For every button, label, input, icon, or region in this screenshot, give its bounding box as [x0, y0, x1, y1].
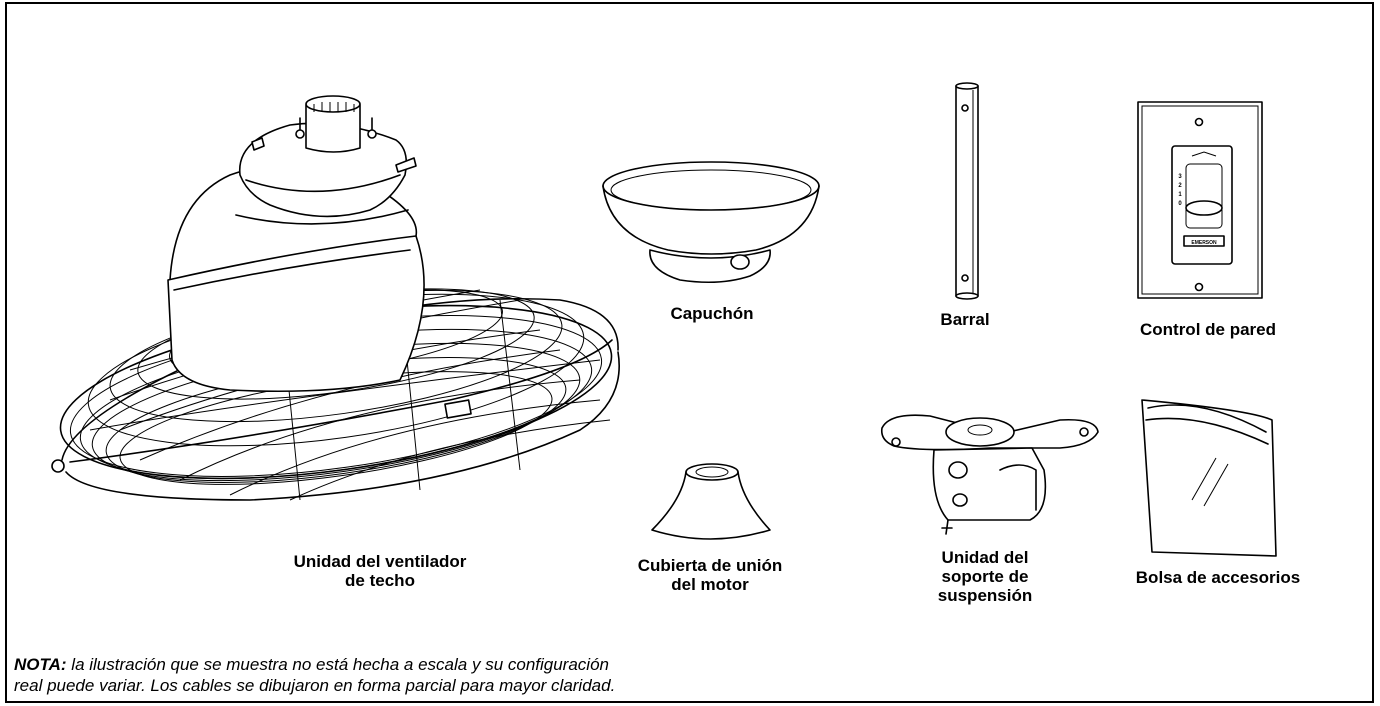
page-frame	[5, 2, 1374, 703]
speed-label-1: 1	[1178, 192, 1182, 198]
coupling-cover-drawing	[651, 463, 771, 540]
label-hardware-bag: Bolsa de accesorios	[1118, 568, 1318, 587]
label-hanger-bracket: Unidad del soporte de suspensión	[920, 548, 1050, 605]
speed-label-2: 2	[1178, 183, 1182, 189]
downrod-drawing	[955, 82, 979, 300]
speed-label-3: 3	[1178, 174, 1182, 180]
scale-note-line2: real puede variar. Los cables se dibujar…	[14, 676, 616, 695]
ceiling-fan-unit-drawing	[51, 95, 620, 501]
speed-label-0: 0	[1178, 201, 1182, 207]
label-wall-control: Control de pared	[1108, 320, 1308, 339]
label-hardware-bag-line1: Bolsa de accesorios	[1135, 568, 1301, 587]
label-hanger-bracket-line1: Unidad del	[941, 548, 1029, 567]
scale-note: NOTA: la ilustración que se muestra no e…	[14, 654, 615, 696]
scale-note-line1-text: la ilustración que se muestra no está he…	[66, 655, 609, 674]
label-hanger-bracket-line3: suspensión	[937, 586, 1033, 605]
scale-note-line1: NOTA: la ilustración que se muestra no e…	[14, 654, 615, 675]
label-fan-unit-line1: Unidad del ventilador	[293, 552, 467, 571]
label-wall-control-line1: Control de pared	[1139, 320, 1276, 339]
label-fan-unit-line2: de techo	[345, 571, 415, 590]
canopy-drawing	[602, 161, 820, 284]
hardware-bag-drawing	[1141, 399, 1277, 557]
label-downrod: Barral	[900, 310, 1030, 329]
hanger-bracket-drawing	[880, 414, 1099, 535]
label-coupling-cover-line1: Cubierta de unión	[637, 556, 783, 575]
label-hanger-bracket-line2: soporte de	[941, 567, 1029, 586]
wall-control-brand: EMERSON	[1191, 240, 1217, 246]
label-fan-unit: Unidad del ventilador de techo	[270, 552, 490, 590]
label-downrod-line1: Barral	[940, 310, 990, 329]
label-canopy-line1: Capuchón	[670, 304, 754, 323]
label-canopy: Capuchón	[622, 304, 802, 323]
label-coupling-cover: Cubierta de unión del motor	[610, 556, 810, 594]
scale-note-lead: NOTA:	[14, 655, 67, 674]
label-coupling-cover-line2: del motor	[671, 575, 749, 594]
wall-control-drawing	[1137, 101, 1263, 299]
